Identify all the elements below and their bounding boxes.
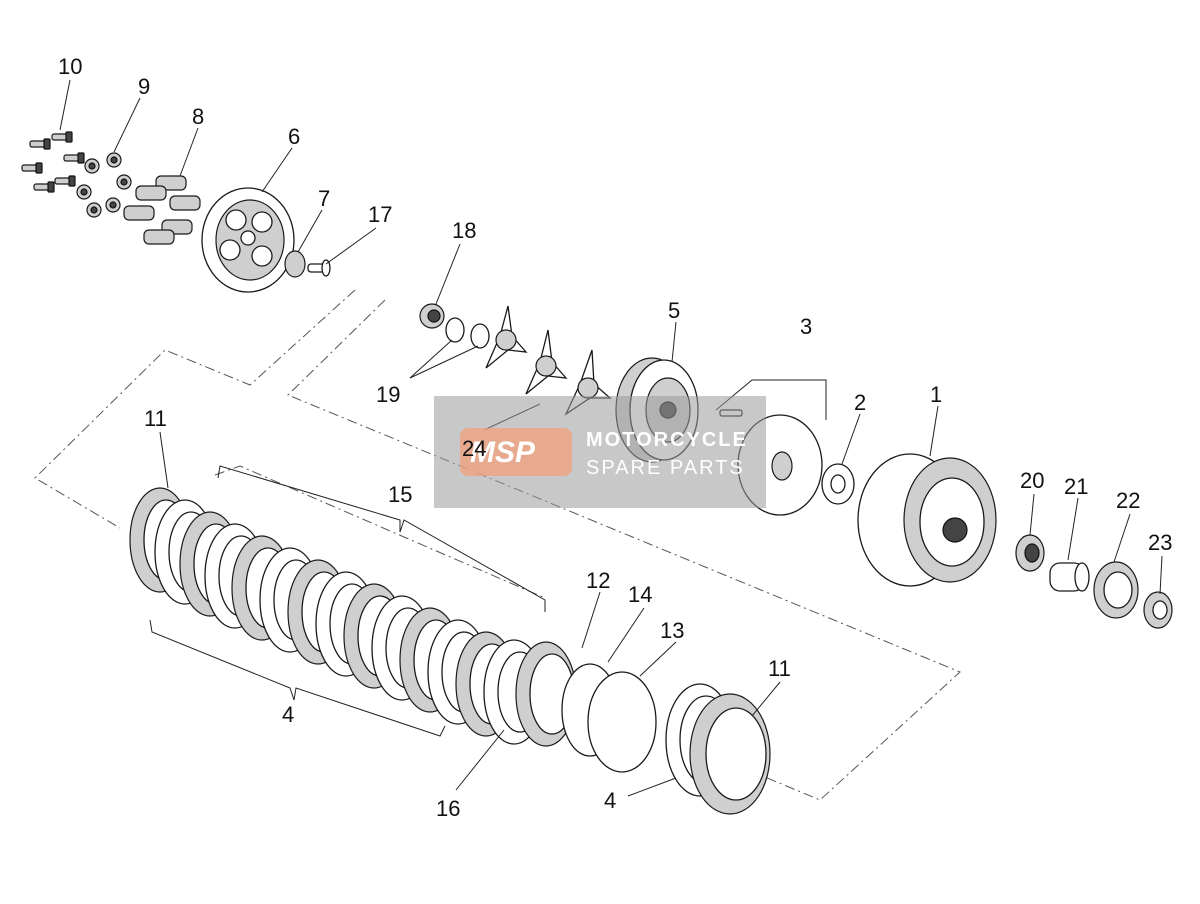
leader-lines <box>59 79 1163 797</box>
spring-washer-part <box>470 323 490 349</box>
gear-part <box>1093 561 1139 619</box>
watermark: MSP MOTORCYCLE SPARE PARTS <box>434 396 766 508</box>
callout-23: 23 <box>1148 530 1172 555</box>
callout-9: 9 <box>138 74 150 99</box>
watermark-line2: SPARE PARTS <box>586 457 745 479</box>
callout-24: 24 <box>462 436 486 461</box>
callout-6: 6 <box>288 124 300 149</box>
assembly-outline-lines <box>34 289 961 801</box>
bearing-part <box>284 250 306 278</box>
bushing-part <box>1049 562 1090 592</box>
bolt-part <box>63 152 85 164</box>
callout-5: 5 <box>668 298 680 323</box>
spider-plate-part <box>525 329 568 395</box>
spider-plate-part <box>485 305 528 369</box>
needle-bearing-part <box>1015 534 1045 572</box>
callout-labels: 10 9 8 6 7 17 18 19 24 5 3 2 1 20 21 22 … <box>58 54 1172 821</box>
bolt-part <box>54 175 76 187</box>
lock-washer-part <box>445 317 465 343</box>
callout-8: 8 <box>192 104 204 129</box>
callout-16: 16 <box>436 796 460 821</box>
callout-19: 19 <box>376 382 400 407</box>
callout-13: 13 <box>660 618 684 643</box>
clutch-housing-part <box>857 453 997 587</box>
thrust-washer-part <box>821 463 855 505</box>
callout-11-left: 11 <box>144 406 167 431</box>
callout-21: 21 <box>1064 474 1088 499</box>
outer-disc-part <box>689 693 771 815</box>
callout-17: 17 <box>368 202 392 227</box>
pushrod-part <box>307 259 331 277</box>
hub-nut-part <box>419 303 445 329</box>
watermark-logo: MSP <box>470 436 536 469</box>
callout-1: 1 <box>930 382 942 407</box>
callout-2: 2 <box>854 390 866 415</box>
bracket-line <box>149 619 446 737</box>
callout-4-left: 4 <box>282 702 294 727</box>
callout-4-right: 4 <box>604 788 616 813</box>
bolt-part <box>29 138 51 150</box>
callout-3: 3 <box>800 314 812 339</box>
wire-ring-part <box>587 671 657 773</box>
callout-15: 15 <box>388 482 412 507</box>
bolt-part <box>51 131 73 143</box>
washer-part <box>1143 591 1173 629</box>
callout-20: 20 <box>1020 468 1044 493</box>
nuts-group <box>76 152 132 218</box>
callout-12: 12 <box>586 568 610 593</box>
bolt-part <box>21 162 43 174</box>
callout-18: 18 <box>452 218 476 243</box>
pressure-plate-part <box>201 187 295 293</box>
callout-7: 7 <box>318 186 330 211</box>
callout-10: 10 <box>58 54 82 79</box>
bolt-part <box>33 181 55 193</box>
watermark-line1: MOTORCYCLE <box>586 429 748 451</box>
callout-14: 14 <box>628 582 652 607</box>
bolts-group <box>21 131 85 193</box>
springs-group <box>123 175 201 245</box>
callout-11-right: 11 <box>768 656 791 681</box>
callout-22: 22 <box>1116 488 1140 513</box>
bracket-line <box>217 465 546 612</box>
